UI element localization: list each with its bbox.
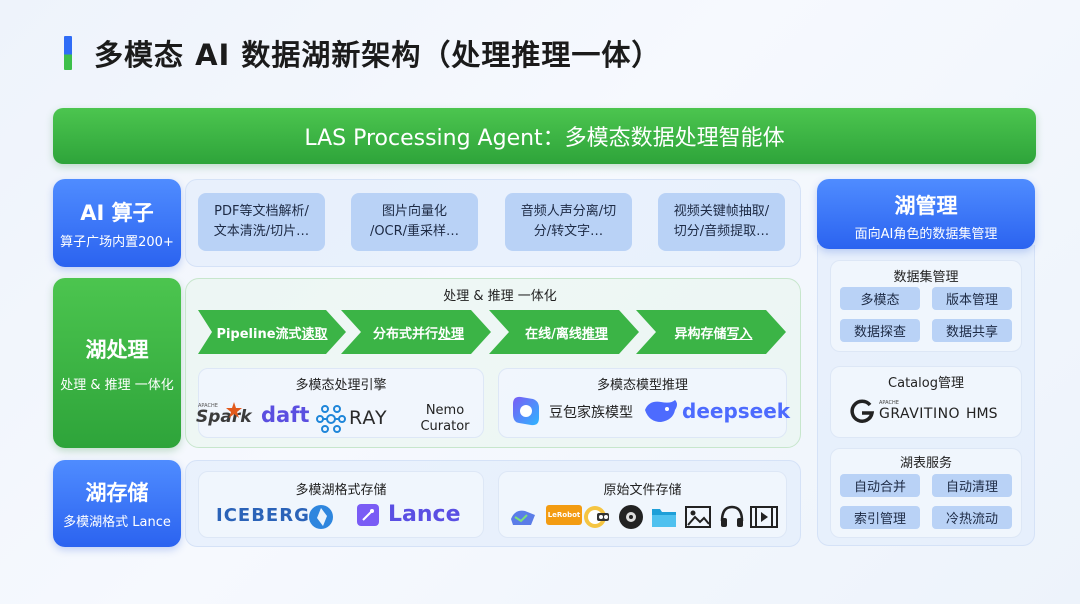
lake-management-header: 湖管理 面向AI角色的数据集管理 bbox=[817, 179, 1035, 249]
chip-auto-clean: 自动清理 bbox=[932, 474, 1012, 497]
inference-subpanel bbox=[498, 368, 787, 438]
op-image-line1: 图片向量化 bbox=[381, 204, 447, 219]
nemo-line1: Nemo bbox=[425, 403, 465, 418]
op-image-box: 图片向量化 /OCR/重采样… bbox=[351, 193, 478, 251]
op-video-line1: 视频关键帧抽取/ bbox=[673, 204, 770, 219]
agent-banner: LAS Processing Agent：多模态数据处理智能体 bbox=[53, 108, 1036, 164]
page-title: 多模态 AI 数据湖新架构（处理推理一体） bbox=[94, 38, 662, 72]
doubao-icon bbox=[513, 396, 539, 426]
webdataset-icon bbox=[509, 503, 537, 531]
arrow-infer: 在线/离线推理 bbox=[489, 310, 639, 354]
arrow-read: Pipeline流式读取 bbox=[198, 310, 346, 354]
raw-file-title: 原始文件存储 bbox=[603, 483, 682, 498]
daft-logo: daft bbox=[261, 403, 310, 427]
gravitino-apache: APACHE bbox=[879, 400, 899, 406]
image-icon bbox=[684, 503, 712, 531]
lake-processing-label-box: 湖处理 处理 & 推理 一体化 bbox=[53, 278, 181, 448]
lake-processing-sublabel: 处理 & 推理 一体化 bbox=[60, 377, 174, 393]
arrow-infer-label: 在线/离线推理 bbox=[525, 326, 608, 342]
chip-hot-cold-flow: 冷热流动 bbox=[932, 506, 1012, 529]
flow-title: 处理 & 推理 一体化 bbox=[443, 289, 557, 304]
op-audio-line1: 音频人声分离/切 bbox=[520, 204, 617, 219]
gravitino-icon bbox=[850, 399, 875, 423]
ray-logo: RAY bbox=[349, 407, 388, 429]
op-video-line2: 切分/音频提取… bbox=[673, 224, 770, 239]
inference-title: 多模态模型推理 bbox=[596, 378, 688, 393]
arrow-write-label: 异构存储写入 bbox=[674, 326, 753, 342]
lake-management-label: 湖管理 bbox=[894, 194, 958, 218]
deepseek-whale-icon bbox=[645, 400, 677, 422]
engine-title: 多模态处理引擎 bbox=[295, 378, 387, 393]
deepseek-logo: deepseek bbox=[682, 399, 791, 423]
lance-icon bbox=[357, 504, 379, 526]
chip-data-share: 数据共享 bbox=[932, 319, 1012, 342]
robot-icon bbox=[583, 503, 611, 531]
nemo-curator-logo: Nemo Curator bbox=[412, 403, 478, 435]
op-doc-line2: 文本清洗/切片… bbox=[213, 224, 310, 239]
ray-icon bbox=[316, 405, 346, 433]
chip-auto-merge: 自动合并 bbox=[840, 474, 920, 497]
spark-logo-apache: APACHE bbox=[198, 403, 218, 409]
lake-storage-label: 湖存储 bbox=[85, 481, 149, 505]
video-icon bbox=[750, 503, 778, 531]
gravitino-logo: GRAVITINO bbox=[879, 406, 961, 422]
arrow-write: 异构存储写入 bbox=[636, 310, 786, 354]
lance-logo: Lance bbox=[388, 502, 461, 527]
op-audio-box: 音频人声分离/切 分/转文字… bbox=[505, 193, 632, 251]
headphones-icon bbox=[718, 503, 746, 531]
dataset-mgmt-title: 数据集管理 bbox=[893, 270, 959, 285]
op-audio-line2: 分/转文字… bbox=[533, 224, 604, 239]
chip-version-mgmt: 版本管理 bbox=[932, 287, 1012, 310]
doubao-label: 豆包家族模型 bbox=[549, 405, 633, 421]
lake-processing-label: 湖处理 bbox=[85, 337, 149, 362]
spark-logo-text: Spark bbox=[196, 407, 252, 427]
lake-storage-label-box: 湖存储 多模湖格式 Lance bbox=[53, 460, 181, 547]
op-image-line2: /OCR/重采样… bbox=[369, 224, 460, 239]
lerobot-label: LeRobot bbox=[547, 511, 581, 519]
title-accent-bar bbox=[64, 36, 72, 70]
op-doc-box: PDF等文档解析/ 文本清洗/切片… bbox=[198, 193, 325, 251]
iceberg-icon bbox=[309, 505, 333, 529]
hms-logo: HMS bbox=[966, 406, 998, 422]
spark-star-icon bbox=[226, 402, 242, 418]
op-video-box: 视频关键帧抽取/ 切分/音频提取… bbox=[658, 193, 785, 251]
format-subpanel bbox=[198, 471, 484, 538]
format-title: 多模湖格式存储 bbox=[295, 483, 387, 498]
engine-subpanel bbox=[198, 368, 484, 438]
lake-management-sublabel: 面向AI角色的数据集管理 bbox=[854, 227, 998, 242]
op-doc-line1: PDF等文档解析/ bbox=[214, 204, 309, 219]
table-service-title: 湖表服务 bbox=[899, 456, 952, 471]
arrow-process-label: 分布式并行处理 bbox=[372, 326, 465, 342]
chip-multimodal: 多模态 bbox=[840, 287, 920, 310]
iceberg-logo: ICEBERG bbox=[216, 505, 310, 526]
disc-icon bbox=[617, 503, 645, 531]
lake-storage-sublabel: 多模湖格式 Lance bbox=[63, 515, 171, 530]
arrow-process: 分布式并行处理 bbox=[341, 310, 491, 354]
chip-index-mgmt: 索引管理 bbox=[840, 506, 920, 529]
ai-ops-label-box: AI 算子 算子广场内置200+ bbox=[53, 179, 181, 267]
spark-logo: APACHE Spark bbox=[196, 402, 252, 430]
ai-ops-label: AI 算子 bbox=[80, 200, 154, 225]
arrow-read-label: Pipeline流式读取 bbox=[216, 326, 328, 342]
catalog-title: Catalog管理 bbox=[888, 376, 964, 391]
nemo-line2: Curator bbox=[420, 419, 470, 434]
folder-icon bbox=[650, 503, 678, 531]
lerobot-icon: LeRobot bbox=[546, 505, 582, 525]
ai-ops-sublabel: 算子广场内置200+ bbox=[60, 234, 174, 250]
chip-data-explore: 数据探查 bbox=[840, 319, 920, 342]
